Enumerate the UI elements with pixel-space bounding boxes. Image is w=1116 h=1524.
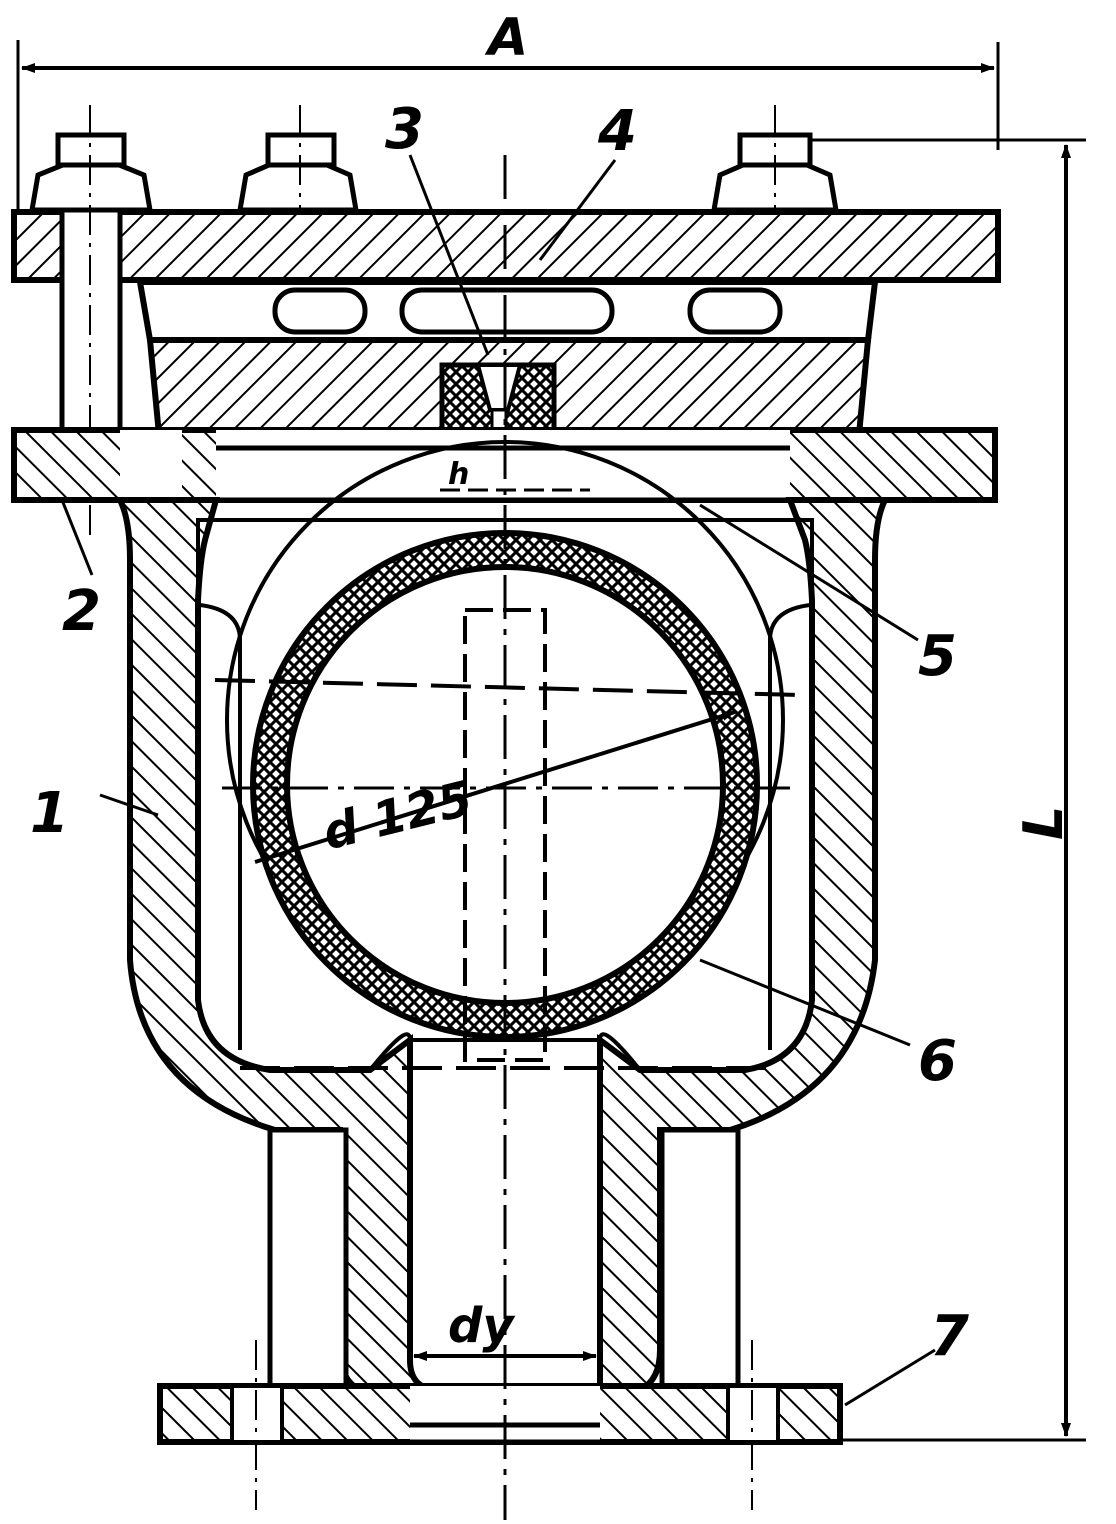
gap-h-label: h xyxy=(448,457,469,492)
bottom-flange xyxy=(157,1340,843,1510)
outlet-neck xyxy=(267,1127,741,1389)
callout-6: 6 xyxy=(918,1029,957,1094)
callout-1: 1 xyxy=(30,781,69,846)
callout-4: 4 xyxy=(597,99,637,164)
dim-a-label: A xyxy=(484,8,528,68)
dim-dy-label: dy xyxy=(448,1298,515,1354)
leader-lines xyxy=(60,154,936,1407)
callout-3: 3 xyxy=(385,97,424,162)
dimension-a xyxy=(16,40,1000,215)
callout-7: 7 xyxy=(930,1304,969,1369)
dimension-l xyxy=(790,138,1086,1442)
bolt-right xyxy=(711,105,839,215)
callout-2: 2 xyxy=(62,579,101,644)
bolt-center-left xyxy=(237,105,359,215)
callout-5: 5 xyxy=(918,624,957,689)
float-ball xyxy=(214,440,801,1070)
dim-l-label: L xyxy=(1012,806,1075,840)
